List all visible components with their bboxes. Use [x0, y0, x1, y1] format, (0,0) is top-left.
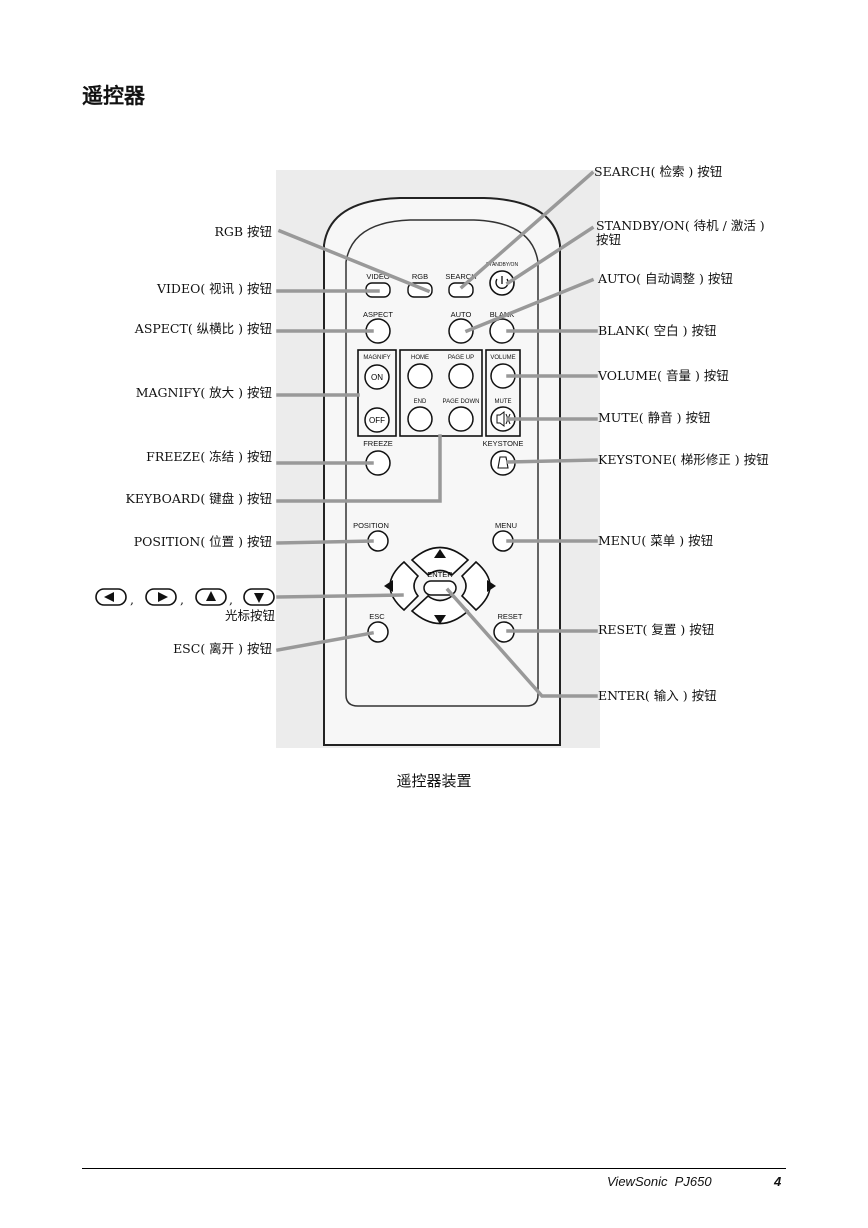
page-title: 遥控器 [82, 84, 145, 108]
reset-key-label: RESET [497, 612, 522, 621]
end-key-label: END [414, 399, 427, 405]
video-key-label: VIDEO [366, 272, 390, 281]
volume-callout: VOLUME( 音量 ) 按钮 [597, 368, 729, 383]
cursor-leader [276, 593, 404, 599]
magnify-group-box [357, 349, 397, 437]
freeze-key-label: FREEZE [363, 439, 393, 448]
auto-key-label: AUTO [451, 310, 472, 319]
right-key [460, 560, 491, 612]
aspect-callout: ASPECT( 纵横比 ) 按钮 [134, 321, 272, 336]
left-key [389, 560, 420, 612]
standby-key-label: STANDBY/ON [486, 262, 519, 268]
footer-divider [82, 1168, 786, 1169]
standby-leader [505, 225, 595, 286]
magnify-key-label: MAGNIFY [363, 355, 390, 361]
remote-body-outer [323, 197, 561, 746]
keystone-leader [506, 458, 598, 464]
search-key [448, 282, 474, 298]
enter-leader [445, 587, 598, 698]
enter-callout: ENTER( 输入 ) 按钮 [598, 688, 717, 703]
auto-leader [464, 277, 595, 334]
home-key [407, 363, 433, 389]
cursor-callout: 光标按钮 [225, 608, 275, 623]
position-leader [276, 539, 374, 545]
down-arrow-icon [434, 615, 446, 624]
menu-key-label: MENU [495, 521, 517, 530]
esc-leader [275, 630, 375, 653]
menu-callout: MENU( 菜单 ) 按钮 [598, 533, 713, 548]
position-callout: POSITION( 位置 ) 按钮 [134, 534, 272, 549]
on-key-label: ON [371, 373, 383, 382]
up-arrow-icon [434, 549, 446, 558]
home-key-label: HOME [411, 355, 429, 361]
left-arrow-icon [384, 580, 393, 592]
search-leader [459, 170, 595, 290]
search-key-label: SEARCH [445, 272, 476, 281]
auto-key [448, 318, 474, 344]
esc-callout: ESC( 离开 ) 按钮 [173, 641, 272, 656]
remote-control-diagram: VIDEO RGB SEARCH STANDBY/ON ASPECT AUTO … [95, 164, 769, 748]
magnify-callout: MAGNIFY( 放大 ) 按钮 [136, 385, 272, 400]
blank-key-label: BLANK [490, 310, 515, 319]
standby-callout-line2: 按钮 [596, 232, 621, 247]
mute-key-label: MUTE [495, 399, 512, 405]
video-callout: VIDEO( 视讯 ) 按钮 [156, 281, 272, 296]
rgb-key-label: RGB [412, 272, 428, 281]
right-arrow-icon [487, 580, 496, 592]
keystone-key-label: KEYSTONE [483, 439, 524, 448]
page-down-key [448, 406, 474, 432]
rgb-callout: RGB 按钮 [214, 224, 272, 239]
end-key [407, 406, 433, 432]
standby-callout-line1: STANDBY/ON( 待机 / 激活 ) [596, 218, 765, 233]
keystone-icon [497, 456, 509, 469]
esc-key-label: ESC [369, 612, 385, 621]
position-key-label: POSITION [353, 521, 389, 530]
volume-key-label: VOLUME [490, 355, 515, 361]
cursor-separator-1: , [130, 592, 134, 607]
keyboard-callout: KEYBOARD( 键盘 ) 按钮 [125, 491, 272, 506]
keystone-callout: KEYSTONE( 梯形修正 ) 按钮 [598, 452, 769, 467]
off-key-label: OFF [369, 416, 385, 425]
volume-group-box [485, 349, 521, 437]
leader-lines [275, 170, 598, 698]
remote-body-inner [345, 219, 539, 707]
blank-callout: BLANK( 空白 ) 按钮 [598, 323, 716, 338]
cursor-separator-2: , [180, 592, 184, 607]
up-key [410, 546, 470, 577]
reset-callout: RESET( 复置 ) 按钮 [598, 622, 714, 637]
magnify-on-key [364, 364, 390, 390]
cursor-separator-3: , [229, 592, 233, 607]
page-up-key-label: PAGE UP [448, 355, 474, 361]
left-cursor-icon [104, 592, 114, 602]
rgb-leader [277, 228, 431, 294]
aspect-key-label: ASPECT [363, 310, 393, 319]
magnify-off-key [364, 407, 390, 433]
freeze-callout: FREEZE( 冻结 ) 按钮 [146, 449, 272, 464]
page-up-key [448, 363, 474, 389]
page-number: 4 [774, 1174, 782, 1189]
search-callout: SEARCH( 检索 ) 按钮 [594, 164, 722, 179]
auto-callout: AUTO( 自动调整 ) 按钮 [597, 271, 733, 286]
up-cursor-icon [206, 591, 216, 601]
mute-callout: MUTE( 静音 ) 按钮 [598, 410, 710, 425]
figure-caption: 遥控器装置 [396, 772, 472, 790]
enter-key-label: ENTER [427, 570, 453, 579]
right-cursor-icon [158, 592, 168, 602]
page-down-key-label: PAGE DOWN [443, 399, 480, 405]
footer-brand: ViewSonic PJ650 [607, 1174, 712, 1189]
keyboard-leader [276, 434, 442, 503]
cursor-icons [95, 588, 275, 606]
down-cursor-icon [254, 593, 264, 603]
